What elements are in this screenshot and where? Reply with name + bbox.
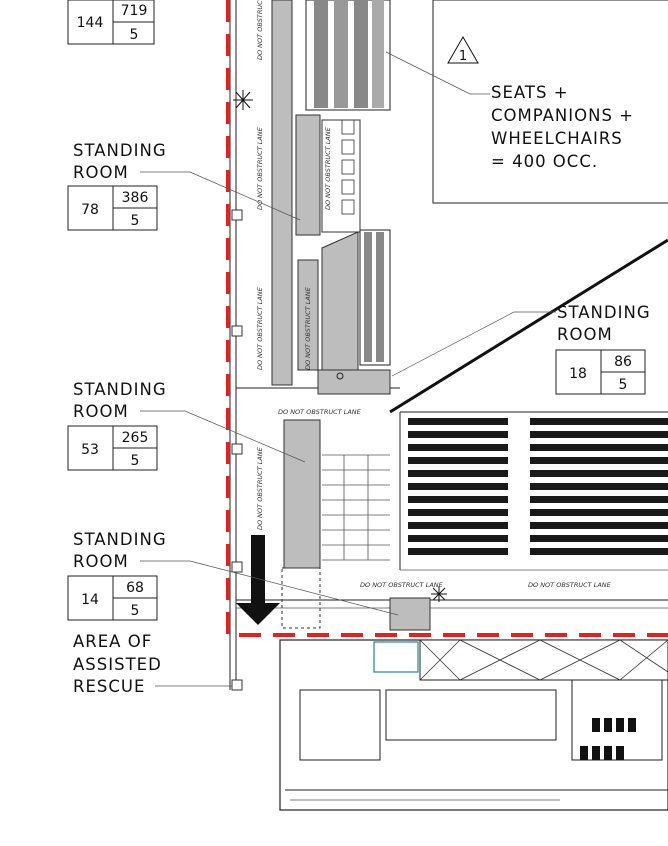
occupancy-table-standing-1: 78 386 5	[67, 185, 158, 231]
seating-block-2	[530, 418, 668, 555]
wall-markers	[231, 209, 243, 691]
seat-row	[530, 522, 668, 529]
load-factor: 5	[130, 27, 139, 43]
seat-row	[408, 535, 508, 542]
lane-label: DO NOT OBSTRUCT LANE	[256, 0, 264, 60]
lane-label: DO NOT OBSTRUCT LANE	[304, 286, 312, 370]
area-value: 719	[121, 3, 148, 19]
svg-text:86: 86	[614, 354, 632, 370]
seat-row	[530, 496, 668, 503]
standing-bench-2	[295, 114, 321, 236]
svg-text:ROOM: ROOM	[557, 325, 613, 344]
lane-label: DO NOT OBSTRUCT LANE	[278, 408, 362, 416]
wheelchair-seats	[341, 119, 355, 215]
occupancy-table-standing-3: 53 265 5	[67, 425, 158, 471]
occupancy-table-standing-4: 14 68 5	[67, 575, 158, 621]
svg-text:1: 1	[459, 49, 467, 64]
seat-row	[408, 470, 508, 477]
occupant-count: 144	[77, 15, 104, 31]
svg-text:53: 53	[81, 442, 99, 458]
seat-row	[530, 548, 668, 555]
seat-row	[530, 483, 668, 490]
standing-bench-5	[283, 419, 321, 569]
svg-text:SEATS +: SEATS +	[491, 83, 569, 102]
occupancy-table-top: 144 719 5	[67, 0, 155, 45]
svg-text:78: 78	[81, 202, 99, 218]
standing-area-14	[389, 597, 431, 631]
svg-text:STANDING: STANDING	[73, 141, 167, 160]
occupancy-table-standing-2: 18 86 5	[555, 349, 646, 395]
seat-row	[408, 444, 508, 451]
svg-text:STANDING: STANDING	[557, 303, 651, 322]
starburst-icon	[431, 586, 447, 602]
seat-row	[530, 418, 668, 425]
lane-label: DO NOT OBSTRUCT LANE	[256, 126, 264, 210]
top-seat-column	[314, 0, 384, 108]
svg-text:5: 5	[619, 377, 628, 393]
seat-row	[408, 418, 508, 425]
svg-text:ROOM: ROOM	[73, 552, 129, 571]
seat-row	[530, 457, 668, 464]
seat-row	[408, 431, 508, 438]
svg-text:ASSISTED: ASSISTED	[73, 655, 162, 674]
standing-bench-1	[271, 0, 293, 386]
svg-text:COMPANIONS +: COMPANIONS +	[491, 106, 634, 125]
seat-row	[530, 431, 668, 438]
svg-text:5: 5	[131, 213, 140, 229]
svg-text:STANDING: STANDING	[73, 380, 167, 399]
svg-text:STANDING: STANDING	[73, 530, 167, 549]
svg-text:265: 265	[122, 430, 149, 446]
seat-row	[408, 483, 508, 490]
restroom-fixtures	[580, 718, 636, 760]
starburst-icon	[233, 90, 253, 110]
seat-row	[408, 457, 508, 464]
seat-row	[408, 509, 508, 516]
svg-text:14: 14	[81, 592, 99, 608]
lane-label: DO NOT OBSTRUCT LANE	[256, 446, 264, 530]
svg-text:ROOM: ROOM	[73, 402, 129, 421]
lane-label: DO NOT OBSTRUCT LANE	[528, 581, 612, 589]
svg-text:5: 5	[131, 453, 140, 469]
svg-text:386: 386	[122, 190, 149, 206]
svg-text:= 400 OCC.: = 400 OCC.	[491, 152, 598, 171]
revision-triangle-icon: 1	[447, 35, 479, 64]
standing-bench-3	[297, 259, 319, 371]
seating-block-1	[408, 418, 508, 555]
egress-arrow-icon	[236, 535, 280, 625]
truss-lines	[419, 639, 668, 681]
standing-area-18	[317, 369, 391, 395]
egress-boundary	[226, 0, 668, 637]
svg-text:AREA OF: AREA OF	[73, 632, 152, 651]
svg-text:68: 68	[126, 580, 144, 596]
standing-room-label-3: STANDING ROOM	[73, 380, 167, 421]
svg-text:18: 18	[569, 366, 587, 382]
lane-label: DO NOT OBSTRUCT LANE	[324, 126, 332, 210]
seat-row	[530, 509, 668, 516]
stair-treads	[322, 454, 390, 561]
seat-row	[408, 496, 508, 503]
standing-bench-4	[321, 231, 359, 371]
seat-row	[530, 470, 668, 477]
svg-text:ROOM: ROOM	[73, 163, 129, 182]
seat-row	[530, 444, 668, 451]
svg-text:WHEELCHAIRS: WHEELCHAIRS	[491, 129, 623, 148]
seats-note: SEATS + COMPANIONS + WHEELCHAIRS = 400 O…	[491, 83, 634, 171]
seating-area-outline	[432, 0, 668, 204]
standing-room-label-2: STANDING ROOM	[557, 303, 651, 344]
lane-label: DO NOT OBSTRUCT LANE	[360, 581, 444, 589]
seat-row	[408, 522, 508, 529]
svg-text:RESCUE: RESCUE	[73, 677, 145, 696]
svg-text:5: 5	[131, 603, 140, 619]
assisted-rescue-label: AREA OF ASSISTED RESCUE	[73, 632, 162, 696]
standing-room-label-4: STANDING ROOM	[73, 530, 167, 571]
seat-row	[530, 535, 668, 542]
standing-room-label-1: STANDING ROOM	[73, 141, 167, 182]
seat-row	[408, 548, 508, 555]
lane-label: DO NOT OBSTRUCT LANE	[256, 286, 264, 370]
